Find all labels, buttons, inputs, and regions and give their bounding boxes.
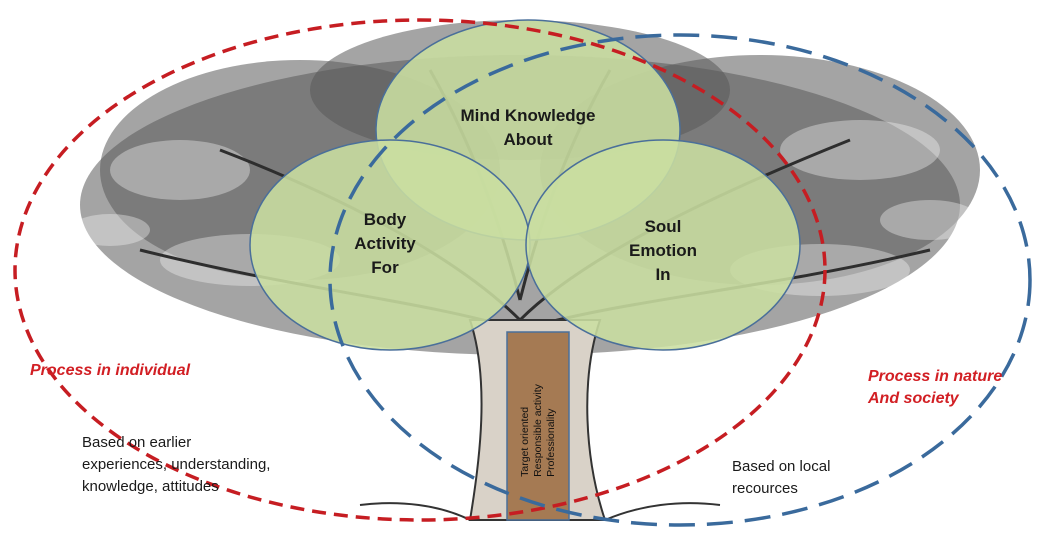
right-basis-text: Based on local recources bbox=[732, 456, 830, 500]
body-label: Body Activity For bbox=[320, 208, 450, 280]
soul-line-2: Emotion bbox=[598, 239, 728, 263]
trunk-line-3: Professionality bbox=[545, 384, 558, 477]
body-line-1: Body bbox=[320, 208, 450, 232]
soul-line-3: In bbox=[598, 263, 728, 287]
body-line-2: Activity bbox=[320, 232, 450, 256]
left-process-label: Process in individual bbox=[30, 360, 190, 382]
soul-line-1: Soul bbox=[598, 215, 728, 239]
mind-line-2: About bbox=[438, 128, 618, 152]
right-process-label: Process in nature And society bbox=[868, 366, 1002, 410]
trunk-line-1: Target oriented bbox=[519, 384, 532, 477]
body-line-3: For bbox=[320, 256, 450, 280]
left-basis-text: Based on earlier experiences, understand… bbox=[82, 432, 270, 498]
soul-label: Soul Emotion In bbox=[598, 215, 728, 287]
mind-label: Mind Knowledge About bbox=[438, 104, 618, 152]
mind-line-1: Mind Knowledge bbox=[438, 104, 618, 128]
trunk-text: Target oriented Responsible activity Pro… bbox=[507, 340, 569, 520]
trunk-line-2: Responsible activity bbox=[532, 384, 545, 477]
